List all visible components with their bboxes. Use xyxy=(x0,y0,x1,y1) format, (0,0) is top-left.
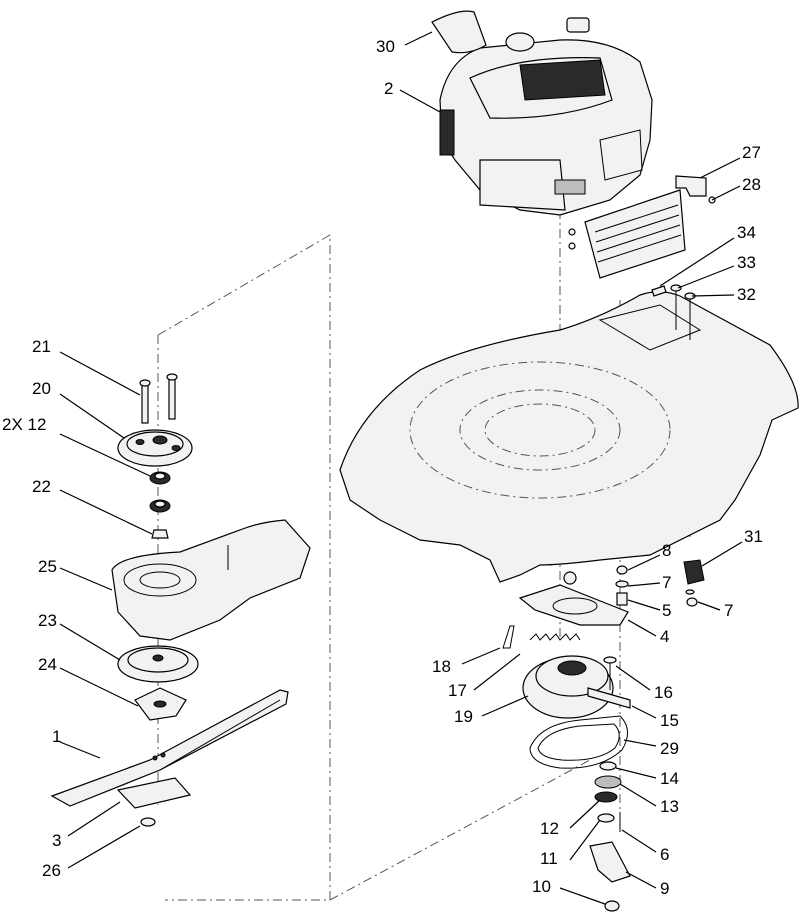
engine-part[interactable] xyxy=(439,17,653,216)
deck-bolts xyxy=(651,284,696,340)
callout-31: 31 xyxy=(744,527,763,546)
lower-bracket-part[interactable] xyxy=(589,841,631,912)
bracket-part[interactable] xyxy=(675,175,707,197)
blade-part[interactable] xyxy=(50,689,289,807)
callout-1: 1 xyxy=(52,727,61,746)
drive-belt-part[interactable] xyxy=(529,715,628,769)
blade-cup-part[interactable] xyxy=(117,645,199,683)
callout-22: 22 xyxy=(32,477,51,496)
bearings-part[interactable] xyxy=(149,471,171,513)
callout-28: 28 xyxy=(742,175,761,194)
callout-27: 27 xyxy=(742,143,761,162)
idler-bracket-part[interactable] xyxy=(518,571,629,626)
spring-part[interactable] xyxy=(502,625,581,649)
leader-lines xyxy=(59,31,743,905)
callout-19: 19 xyxy=(454,707,473,726)
callout-7-right: 7 xyxy=(724,601,733,620)
screen-guard-part[interactable] xyxy=(584,189,686,279)
callout-15: 15 xyxy=(660,711,679,730)
callout-34: 34 xyxy=(737,223,756,242)
callout-7-upper: 7 xyxy=(662,573,671,592)
callout-18: 18 xyxy=(432,657,451,676)
callout-29: 29 xyxy=(660,739,679,758)
decal-part[interactable] xyxy=(431,10,487,54)
callout-33: 33 xyxy=(737,253,756,272)
pulley-stack-part[interactable] xyxy=(594,761,622,832)
callout-13: 13 xyxy=(660,797,679,816)
callout-12: 12 xyxy=(540,819,559,838)
callout-2: 2 xyxy=(384,79,393,98)
callout-24: 24 xyxy=(38,655,57,674)
mower-deck-part[interactable] xyxy=(339,291,799,583)
callout-3: 3 xyxy=(52,831,61,850)
callout-16: 16 xyxy=(654,683,673,702)
nut-part[interactable] xyxy=(151,529,169,539)
callout-14: 14 xyxy=(660,769,679,788)
callout-labels: 30 2 27 28 34 33 32 21 20 2X 12 22 25 23… xyxy=(2,37,763,898)
callout-23: 23 xyxy=(38,611,57,630)
blade-housing-part[interactable] xyxy=(111,519,311,641)
callout-11: 11 xyxy=(540,849,558,868)
flange-plate-part[interactable] xyxy=(117,429,193,467)
callout-8: 8 xyxy=(662,541,671,560)
stiffener-plate-part[interactable] xyxy=(116,777,192,809)
callout-6: 6 xyxy=(660,845,669,864)
callout-32: 32 xyxy=(737,285,756,304)
callout-26: 26 xyxy=(42,861,61,880)
callout-10: 10 xyxy=(532,877,551,896)
callout-12-qty2: 2X 12 xyxy=(2,415,46,434)
blade-adapter-part[interactable] xyxy=(134,687,187,721)
callout-21: 21 xyxy=(32,337,51,356)
small-hardware-right xyxy=(615,559,705,607)
callout-30: 30 xyxy=(376,37,395,56)
blade-nut-part[interactable] xyxy=(140,817,156,827)
callout-25: 25 xyxy=(38,557,57,576)
small-screws xyxy=(568,196,716,250)
idler-pulley-part[interactable] xyxy=(522,655,614,719)
bolts-left xyxy=(139,373,178,424)
callout-17: 17 xyxy=(448,681,467,700)
callout-9: 9 xyxy=(660,879,669,898)
callout-5: 5 xyxy=(662,601,671,620)
idler-arm-part[interactable] xyxy=(587,656,631,709)
callout-4: 4 xyxy=(660,627,669,646)
callout-20: 20 xyxy=(32,379,51,398)
